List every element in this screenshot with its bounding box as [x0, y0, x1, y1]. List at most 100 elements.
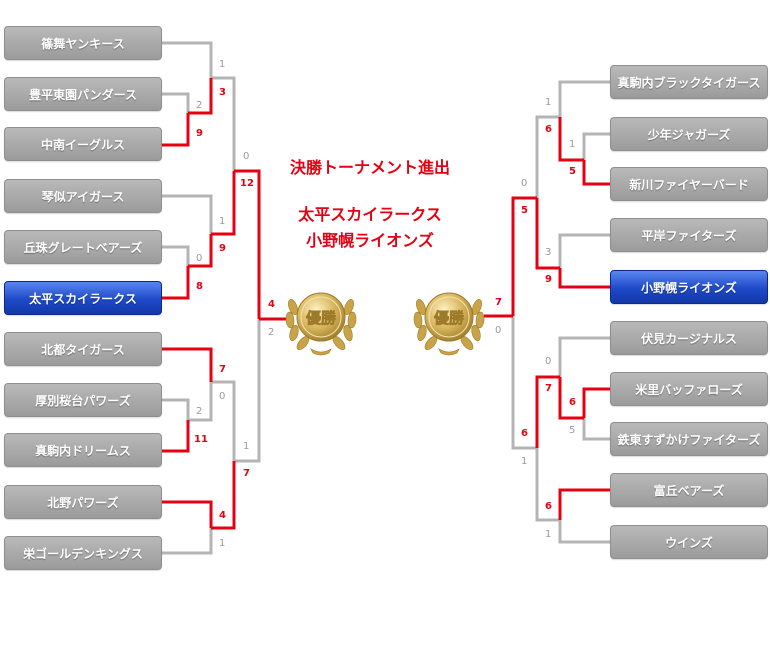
- bracket-line: [188, 382, 213, 422]
- score-left-r2-m4-top: 4: [219, 510, 226, 521]
- trophy-label: 優勝: [433, 309, 465, 327]
- score-right-final-top: 7: [495, 297, 502, 308]
- winner-path-line: [188, 78, 213, 115]
- bracket-line: [234, 319, 261, 463]
- team-left-4[interactable]: 琴似アイガース: [4, 179, 162, 213]
- team-left-8[interactable]: 厚別桜台パワーズ: [4, 383, 162, 417]
- finalist-right: 小野幌ライオンズ: [306, 231, 434, 250]
- bracket-line: [535, 448, 560, 522]
- score-right-r1-m1-top: 1: [569, 139, 576, 150]
- bracket-line: [511, 316, 537, 450]
- bracket-line: [558, 520, 610, 544]
- score-left-r1-m2-top: 0: [196, 253, 203, 264]
- score-left-r3-m2-top: 1: [243, 441, 250, 452]
- score-right-r2-m3-top: 0: [545, 356, 552, 367]
- finalist-left: 太平スカイラークス: [298, 205, 442, 224]
- bracket-line: [535, 115, 560, 198]
- score-left-final-top: 4: [268, 299, 275, 310]
- bracket-line: [162, 194, 213, 234]
- score-right-final-bottom: 0: [495, 325, 502, 336]
- score-left-r2-m1-top: 1: [219, 59, 226, 70]
- winner-path-line: [162, 347, 213, 382]
- winner-path-line: [558, 117, 584, 162]
- trophy-emblem-right: 優勝: [409, 277, 489, 357]
- team-left-9[interactable]: 真駒内ドリームス: [4, 433, 162, 467]
- score-left-r2-m1-bottom: 3: [219, 87, 226, 98]
- team-left-10[interactable]: 北野パワーズ: [4, 485, 162, 519]
- score-right-r1-m2-top: 6: [569, 397, 576, 408]
- score-left-r2-m2-bottom: 9: [219, 243, 226, 254]
- team-right-8[interactable]: 鉄東すずかけファイターズ: [610, 422, 768, 456]
- team-right-6[interactable]: 伏見カージナルス: [610, 321, 768, 355]
- score-left-r1-m1-bottom: 9: [196, 128, 203, 139]
- score-right-r2-m1-bottom: 6: [545, 124, 552, 135]
- score-right-r1-m2-bottom: 5: [569, 425, 576, 436]
- bracket-line: [558, 233, 610, 268]
- score-right-r2-m2-top: 3: [545, 247, 552, 258]
- score-left-r1-m3-bottom: 11: [194, 434, 208, 445]
- bracket-line: [582, 418, 610, 441]
- winner-path-line: [188, 234, 213, 268]
- team-right-7[interactable]: 米里バッファローズ: [610, 372, 768, 406]
- page-title: 決勝トーナメント進出: [289, 158, 450, 177]
- score-right-r3-m2-bottom: 1: [521, 456, 528, 467]
- score-left-r2-m3-bottom: 0: [219, 391, 226, 402]
- team-left-7[interactable]: 北都タイガース: [4, 332, 162, 366]
- winner-path-line: [162, 420, 190, 453]
- score-left-r1-m2-bottom: 8: [196, 281, 203, 292]
- team-right-2[interactable]: 少年ジャガーズ: [610, 117, 768, 151]
- bracket-line: [162, 41, 213, 78]
- team-left-5[interactable]: 丘珠グレートベアーズ: [4, 230, 162, 264]
- score-left-r2-m2-top: 1: [219, 216, 226, 227]
- winner-path-line: [211, 461, 236, 530]
- winner-path-line: [535, 198, 560, 270]
- bracket-line: [162, 398, 190, 420]
- trophy-emblem-left: 優勝: [281, 277, 361, 357]
- bracket-line: [211, 380, 236, 461]
- team-right-4[interactable]: 平岸ファイターズ: [610, 218, 768, 252]
- team-right-9[interactable]: 富丘ベアーズ: [610, 473, 768, 507]
- score-left-r2-m4-bottom: 1: [219, 538, 226, 549]
- score-left-r3-m1-top: 0: [243, 151, 250, 162]
- bracket-line: [162, 92, 190, 113]
- score-left-r1-m3-top: 2: [196, 406, 203, 417]
- team-right-10[interactable]: ウインズ: [610, 525, 768, 559]
- team-left-1[interactable]: 篠舞ヤンキース: [4, 26, 162, 60]
- score-right-r1-m1-bottom: 5: [569, 166, 576, 177]
- bracket-line: [558, 80, 610, 117]
- score-right-r2-m2-bottom: 9: [545, 274, 552, 285]
- bracket-line: [582, 132, 610, 160]
- team-left-11[interactable]: 栄ゴールデンキングス: [4, 536, 162, 570]
- score-right-r2-m4-bottom: 1: [545, 529, 552, 540]
- score-right-r2-m1-top: 1: [545, 97, 552, 108]
- score-right-r3-m1-bottom: 5: [521, 205, 528, 216]
- score-left-r1-m1-top: 2: [196, 100, 203, 111]
- score-right-r3-m2-top: 6: [521, 428, 528, 439]
- team-right-1[interactable]: 真駒内ブラックタイガース: [610, 65, 768, 99]
- winner-path-line: [162, 113, 190, 147]
- team-left-3[interactable]: 中南イーグルス: [4, 127, 162, 161]
- bracket-line: [162, 245, 190, 266]
- score-left-r3-m1-bottom: 12: [240, 178, 254, 189]
- score-right-r2-m4-top: 6: [545, 501, 552, 512]
- winner-path-line: [535, 375, 560, 448]
- winner-path-line: [162, 266, 190, 300]
- score-right-r2-m3-bottom: 7: [545, 383, 552, 394]
- winner-path-line: [558, 488, 610, 520]
- score-left-r2-m3-top: 7: [219, 364, 226, 375]
- bracket-line: [162, 528, 213, 555]
- team-right-3[interactable]: 新川ファイヤーバード: [610, 167, 768, 201]
- team-left-2[interactable]: 豊平東園パンダース: [4, 77, 162, 111]
- team-left-6[interactable]: 太平スカイラークス: [4, 281, 162, 315]
- winner-path-line: [558, 377, 584, 420]
- team-right-5[interactable]: 小野幌ライオンズ: [610, 270, 768, 304]
- winner-path-line: [511, 196, 537, 316]
- winner-path-line: [582, 160, 610, 186]
- bracket-line: [211, 76, 236, 171]
- winner-path-line: [162, 500, 213, 528]
- score-right-r3-m1-top: 0: [521, 178, 528, 189]
- trophy-label: 優勝: [305, 309, 337, 327]
- winner-path-line: [234, 169, 261, 319]
